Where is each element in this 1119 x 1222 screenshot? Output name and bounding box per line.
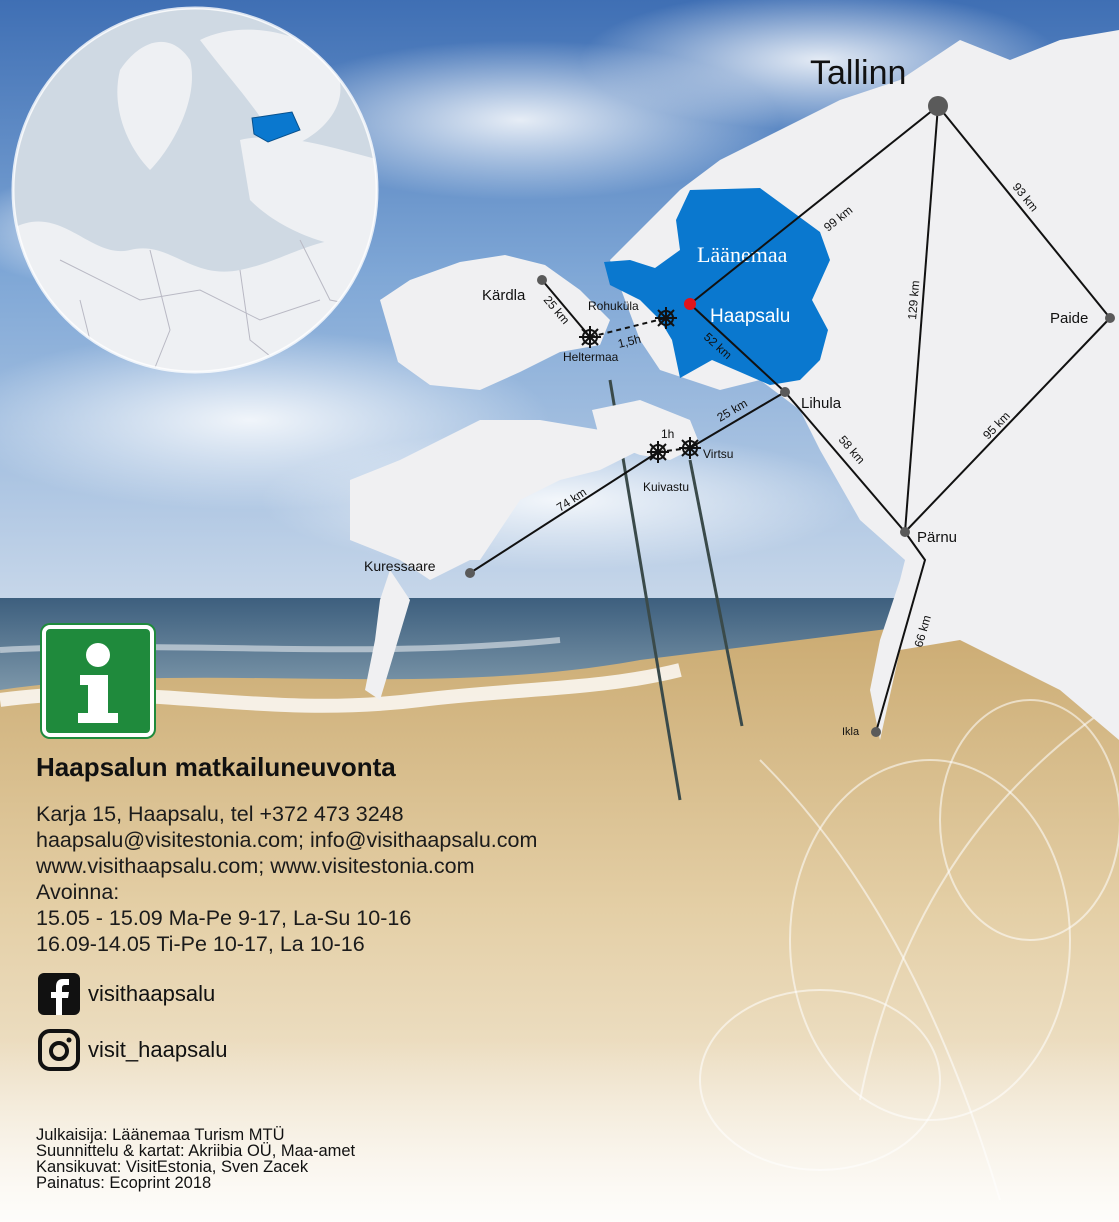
hiiumaa-land [380,255,610,390]
credit-publisher: Julkaisija: Läänemaa Turism MTÜ [36,1126,285,1144]
ship-wheel-icon [679,437,701,459]
org-name: Haapsalun matkailuneuvonta [36,752,396,782]
city-label-kardla: Kärdla [482,287,526,304]
ferry-route-hiiumaa [589,317,667,338]
city-label-kuressaare: Kuressaare [364,558,436,574]
ship-wheel-icon [647,441,669,463]
credit-printing: Painatus: Ecoprint 2018 [36,1174,212,1192]
opening-hours-summer: 15.05 - 15.09 Ma-Pe 9-17, La-Su 10-16 [36,906,412,930]
roads [469,105,1111,733]
kardla-dot [537,275,547,285]
credit-cover-photos: Kansikuvat: VisitEstonia, Sven Zacek [36,1158,309,1176]
hiiumaa-island [380,255,610,390]
sorve-peninsula [365,570,410,700]
facebook-link[interactable]: visithaapsalu [36,971,716,1017]
ship-wheel-icon [655,307,677,329]
facebook-handle: visithaapsalu [88,981,216,1006]
ikla-dot [871,727,881,737]
saaremaa-island [350,400,700,700]
distance-tallinn-parnu: 129 km [905,280,922,320]
instagram-icon [38,1029,80,1071]
city-label-virtsu: Virtsu [703,447,733,461]
city-label-tallinn: Tallinn [810,54,906,92]
city-label-parnu: Pärnu [917,529,957,546]
distance-lihula-virtsu: 25 km [715,396,750,424]
ship-wheel-icon [579,326,601,348]
tallinn-dot [928,96,948,116]
haapsalu-dot [684,298,696,310]
city-label-haapsalu: Haapsalu [710,306,790,327]
address-line: Karja 15, Haapsalu, tel +372 473 3248 [36,802,404,826]
parnu-dot [900,527,910,537]
opening-hours-winter: 16.09-14.05 Ti-Pe 10-17, La 10-16 [36,932,365,956]
ferry-time-virtsu-kuivastu: 1h [661,427,674,441]
contact-panel: Haapsalun matkailuneuvonta Karja 15, Haa… [36,752,716,1073]
lihula-dot [780,387,790,397]
mainland-land [610,30,1119,740]
saaremaa-land [350,420,640,580]
instagram-handle: visit_haapsalu [88,1037,228,1062]
opening-hours-heading: Avoinna: [36,880,120,904]
city-label-lihula: Lihula [801,395,842,412]
website-line[interactable]: www.visithaapsalu.com; www.visitestonia.… [36,854,475,878]
fishing-rod [688,459,744,727]
email-line[interactable]: haapsalu@visitestonia.com; info@visithaa… [36,828,538,852]
laanemaa-region [604,188,830,385]
ferry-icons [579,307,701,463]
ferry-time-rohukula-heltermaa: 1,5h [616,332,642,351]
kuressaare-dot [465,568,475,578]
instagram-link[interactable]: visit_haapsalu [36,1027,716,1073]
info-icon [78,643,118,723]
distance-kuivastu-kuressaare: 74 km [554,485,589,515]
city-label-heltermaa: Heltermaa [563,350,619,364]
muhu-island [592,400,700,460]
city-label-ikla: Ikla [842,726,860,738]
europe-globe-inset [11,6,379,374]
facebook-icon [38,973,80,1015]
city-label-paide: Paide [1050,310,1088,327]
credit-design: Suunnittelu & kartat: Akriibia OÜ, Maa-a… [36,1142,356,1160]
credits: Julkaisija: Läänemaa Turism MTÜ Suunnitt… [36,1126,356,1192]
info-badge [42,625,154,737]
city-label-rohukula: Rohuküla [588,299,639,313]
mainland-estonia [610,30,1119,740]
city-label-kuivastu: Kuivastu [643,480,689,494]
paide-dot [1105,313,1115,323]
